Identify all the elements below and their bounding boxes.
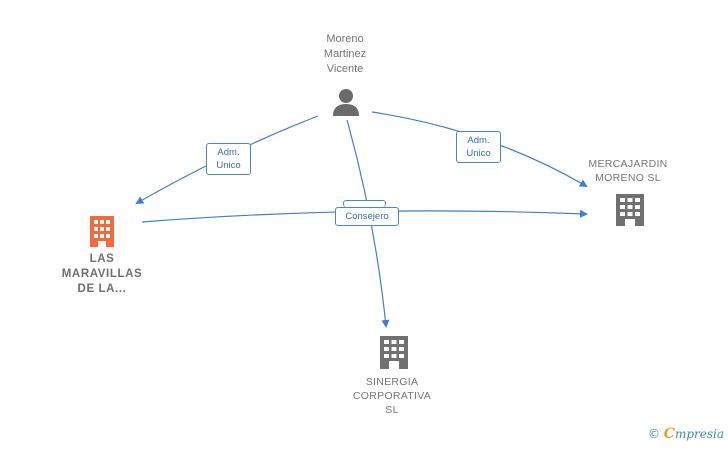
person-name-label[interactable]: Moreno Martinez Vicente <box>323 33 367 75</box>
brand-name: mpresia <box>674 427 724 441</box>
brand-initial: C <box>663 426 675 442</box>
edge-label-consejero-text: Consejero <box>335 207 399 226</box>
building-icon-mercajardin[interactable] <box>616 194 644 226</box>
maravillas-name-label[interactable]: LAS MARAVILLAS DE LA... <box>61 253 143 295</box>
edge-label-adm-unico-maravillas: Adm. Unico <box>206 143 251 175</box>
building-icon-maravillas[interactable] <box>90 216 114 247</box>
building-icon-sinergia[interactable] <box>380 336 408 369</box>
sinergia-name-label[interactable]: SINERGIA CORPORATIVA SL <box>352 376 432 416</box>
edge-label-consejero <box>343 200 386 207</box>
mercajardin-name-label[interactable]: MERCAJARDIN MORENO SL <box>588 158 668 184</box>
copyright-symbol: © <box>647 427 660 441</box>
empresia-logo: © Cmpresia <box>648 426 724 442</box>
edge-label-adm-unico-mercajardin: Adm. Unico <box>456 131 501 163</box>
person-icon[interactable] <box>333 89 359 116</box>
